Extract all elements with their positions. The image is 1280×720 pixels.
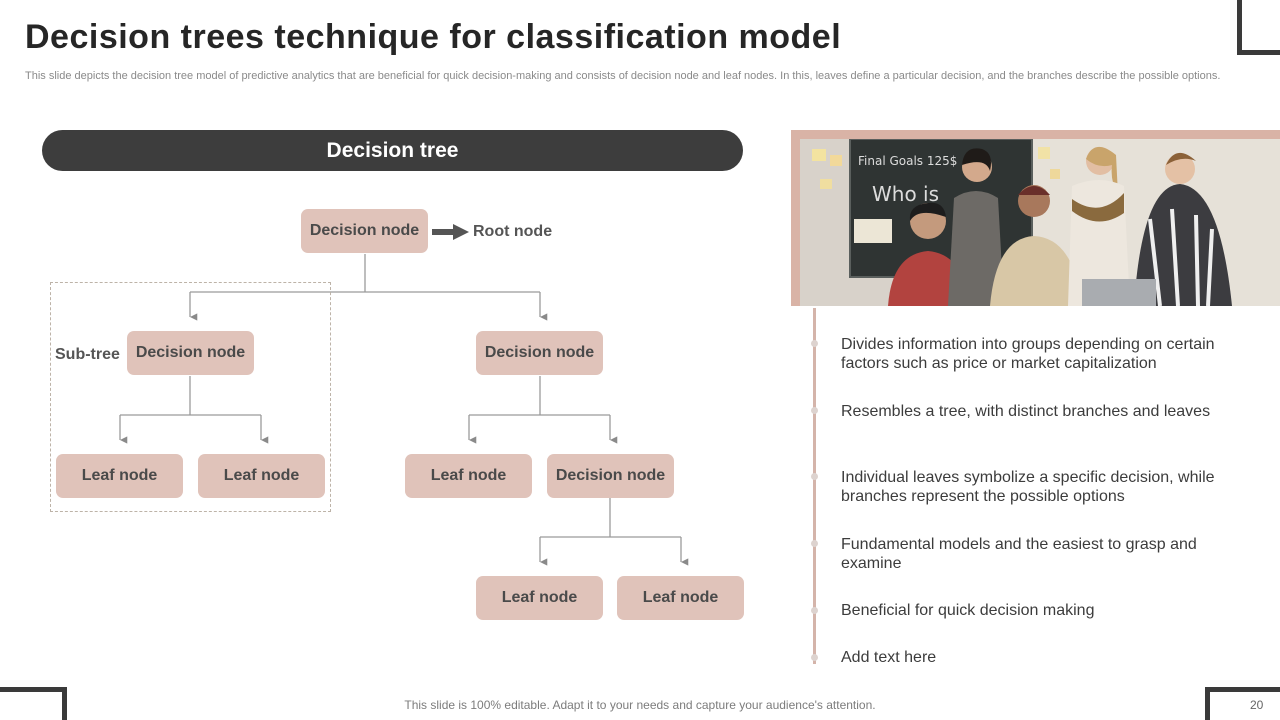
point-6: Add text here <box>841 649 937 666</box>
footer-note: This slide is 100% editable. Adapt it to… <box>404 698 876 712</box>
subtree-label: Sub-tree <box>55 346 120 363</box>
page-subtitle: This slide depicts the decision tree mod… <box>25 70 1221 82</box>
diagram-heading: Decision tree <box>42 130 743 171</box>
point-marker <box>811 473 818 480</box>
point-3: Individual leaves symbolize a specific d… <box>841 469 1215 505</box>
point-marker <box>811 607 818 614</box>
page-number: 20 <box>1250 698 1264 712</box>
corner-decoration-top-right <box>1237 0 1280 55</box>
tree-connectors <box>119 224 689 566</box>
leaf-node-bottom-left: Leaf node <box>476 576 603 620</box>
point-marker <box>811 654 818 661</box>
page-title: Decision trees technique for classificat… <box>25 18 842 56</box>
point-5: Beneficial for quick decision making <box>841 602 1095 619</box>
left-decision-node: Decision node <box>127 331 254 375</box>
svg-text:Who is: Who is <box>872 182 939 206</box>
leaf-node-left-right: Leaf node <box>198 454 325 498</box>
point-1: Divides information into groups dependin… <box>841 336 1215 372</box>
svg-text:Final Goals 125$: Final Goals 125$ <box>858 154 957 168</box>
point-marker <box>811 340 818 347</box>
leaf-node-bottom-right: Leaf node <box>617 576 744 620</box>
point-marker <box>811 540 818 547</box>
root-node-label: Root node <box>473 223 553 240</box>
subtree-frame <box>50 282 331 512</box>
team-photo: Final Goals 125$ Who is <box>800 139 1280 306</box>
timeline-line <box>813 308 816 664</box>
right-decision-node: Decision node <box>476 331 603 375</box>
root-decision-node: Decision node <box>301 209 428 253</box>
root-arrow-icon <box>432 224 469 240</box>
corner-decoration-bottom-right <box>1205 687 1280 720</box>
point-4: Fundamental models and the easiest to gr… <box>841 536 1197 572</box>
leaf-node-right-left: Leaf node <box>405 454 532 498</box>
corner-decoration-bottom-left <box>0 687 67 720</box>
point-marker <box>811 407 818 414</box>
point-2: Resembles a tree, with distinct branches… <box>841 403 1211 420</box>
leaf-node-left-left: Leaf node <box>56 454 183 498</box>
right-child-decision-node: Decision node <box>547 454 674 498</box>
